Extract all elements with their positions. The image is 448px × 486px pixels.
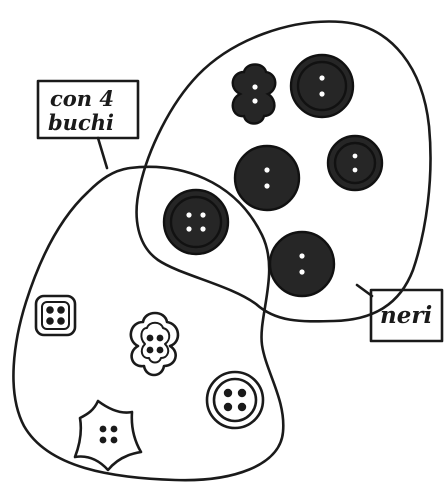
label-four-holes-leader [98,138,107,168]
button-black-rimmed-top [291,55,353,117]
button-black-four-holes [164,190,228,254]
button-white-square [36,296,75,335]
button-black-rimmed-right [328,136,382,190]
button-black-middle [235,146,299,210]
button-white-round [207,372,263,428]
label-four-holes-line1: con 4 [50,86,114,111]
label-black-text: neri [380,302,432,329]
set-four-holes-outline [13,167,283,480]
label-black: neri [371,290,442,341]
button-white-quatrefoil [131,313,178,375]
label-four-holes-line2: buchi [48,110,114,135]
label-four-holes: con 4 buchi [38,81,138,138]
button-white-diamond [75,401,141,470]
button-black-quatrefoil [233,65,276,124]
button-black-lower [270,232,334,296]
